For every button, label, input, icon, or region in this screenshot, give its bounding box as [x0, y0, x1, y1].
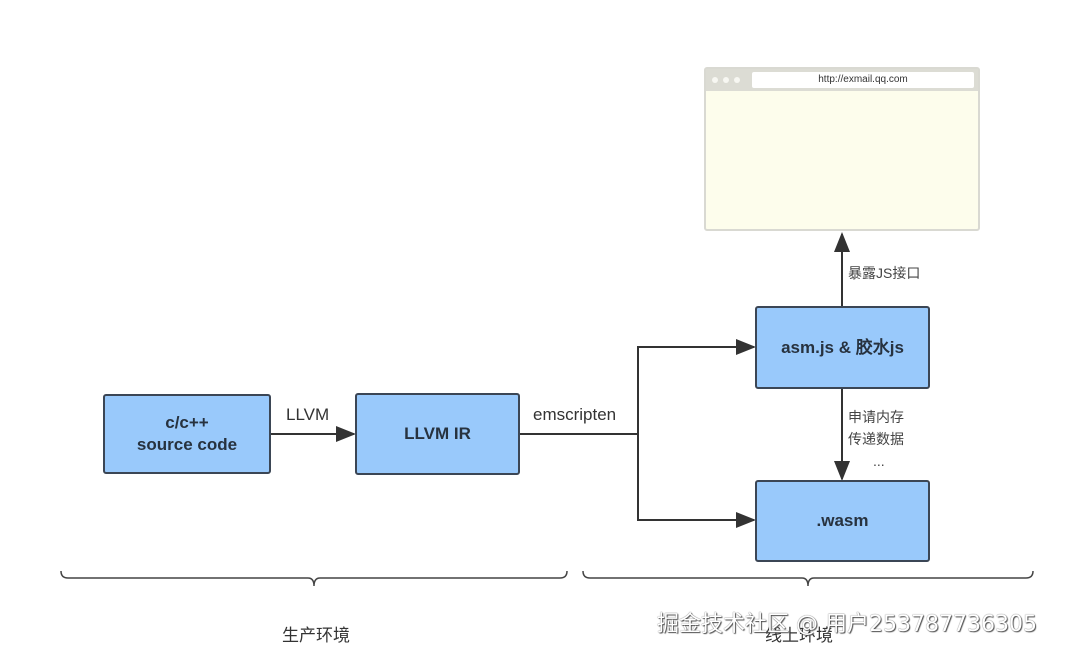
zone-label-online: 线上环境: [765, 626, 833, 645]
zone-label-production: 生产环境: [282, 626, 350, 645]
node-llvm-ir: LLVM IR: [355, 393, 520, 475]
window-dot-icon: [734, 77, 740, 83]
node-wasm: .wasm: [755, 480, 930, 562]
window-dot-icon: [712, 77, 718, 83]
node-asm-js: asm.js & 胶水js: [755, 306, 930, 389]
window-dot-icon: [723, 77, 729, 83]
arrow-to-asm: [637, 339, 756, 434]
edge-label-interop-1: 申请内存: [848, 409, 904, 425]
browser-window: http://exmail.qq.com: [704, 67, 980, 231]
node-source-line2: source code: [136, 435, 238, 454]
arrow-to-wasm: [637, 434, 756, 528]
browser-toolbar: http://exmail.qq.com: [706, 69, 978, 91]
node-source-line1: c/c++: [165, 413, 209, 432]
edge-label-llvm: LLVM: [286, 405, 330, 424]
edge-label-interop-3: ...: [873, 453, 885, 469]
node-source-code: c/c++ source code: [103, 394, 271, 474]
watermark: 掘金技术社区 @ 用户253787736305: [657, 612, 1037, 637]
edge-label-emscripten: emscripten: [533, 405, 617, 424]
brace-online: [582, 570, 1034, 587]
address-bar: http://exmail.qq.com: [752, 72, 974, 88]
brace-production: [60, 570, 568, 587]
edge-label-interop-2: 传递数据: [848, 431, 904, 447]
edge-label-expose: 暴露JS接口: [848, 265, 921, 281]
